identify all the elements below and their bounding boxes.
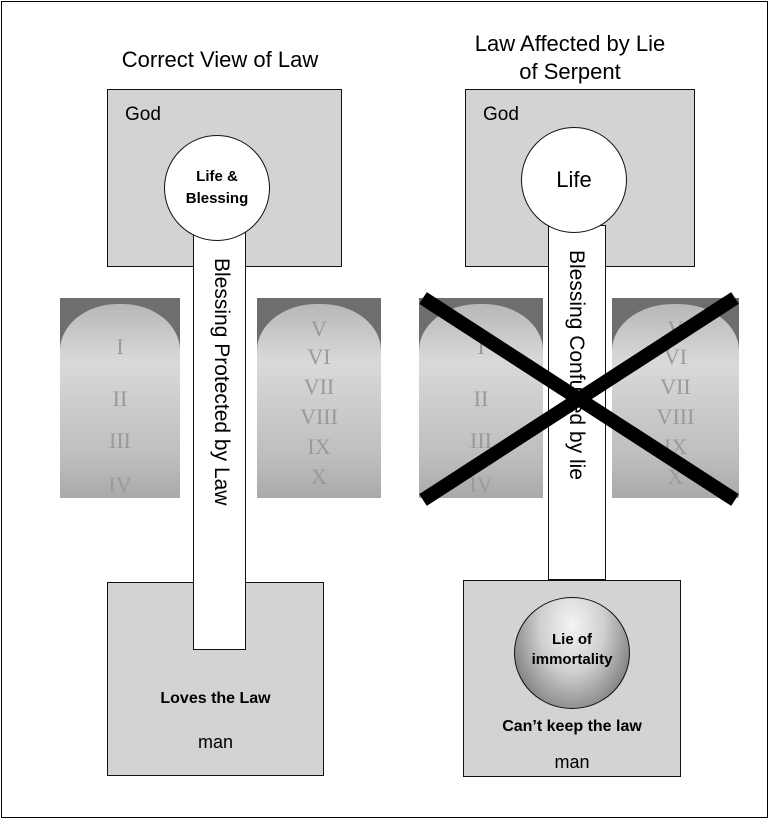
right-life-circle: Life xyxy=(521,127,627,233)
lie-line1: Lie of xyxy=(532,630,613,650)
lie-line2: immortality xyxy=(532,650,613,670)
lie-of-immortality-sphere: Lie of immortality xyxy=(514,597,630,709)
right-man-label: man xyxy=(463,752,681,773)
right-circle-text: Life xyxy=(556,167,591,193)
right-man-status: Can’t keep the law xyxy=(463,718,681,736)
